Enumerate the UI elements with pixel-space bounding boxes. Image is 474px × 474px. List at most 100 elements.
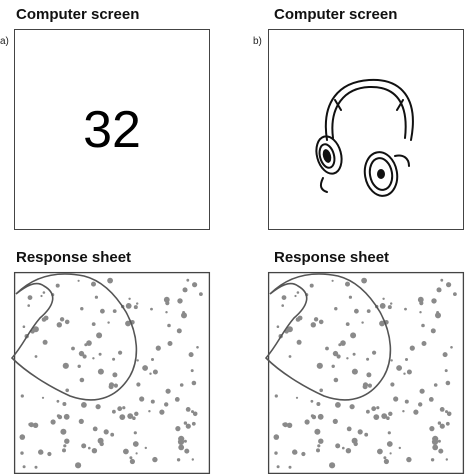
response-dot <box>390 359 393 362</box>
response-dot <box>129 456 133 460</box>
response-dot <box>178 444 185 451</box>
response-dot <box>445 410 448 414</box>
response-dot <box>50 419 56 425</box>
response-dot <box>430 458 435 462</box>
response-dot <box>376 406 380 410</box>
response-sheet-b <box>264 271 465 474</box>
response-dot <box>81 443 87 449</box>
response-dot <box>439 423 445 429</box>
response-dot <box>192 411 198 417</box>
response-dot <box>71 346 75 351</box>
hand-drawn-outline <box>10 273 138 401</box>
response-dot <box>165 311 168 314</box>
stimulus-number: 32 <box>83 100 141 159</box>
response-dot <box>406 456 412 463</box>
response-dot <box>95 404 101 410</box>
response-dot <box>437 421 442 425</box>
response-dot <box>428 397 434 402</box>
response-dot <box>352 352 356 356</box>
response-dot <box>304 419 310 425</box>
response-dot <box>167 341 173 346</box>
response-dot <box>191 380 197 386</box>
response-dot <box>361 321 364 324</box>
response-dot <box>281 304 284 307</box>
response-dot <box>354 308 359 314</box>
response-dot <box>80 307 84 311</box>
response-dot <box>421 341 427 346</box>
response-dot <box>432 300 436 304</box>
response-dot <box>129 458 135 465</box>
response-dot <box>97 368 104 375</box>
response-dot <box>181 312 187 319</box>
response-dot <box>294 294 297 298</box>
response-dot <box>404 399 409 404</box>
response-dot <box>418 402 423 407</box>
response-dot <box>345 322 350 326</box>
response-dot <box>178 435 185 442</box>
response-dot <box>338 343 342 347</box>
response-sheet-title-b: Response sheet <box>274 249 390 266</box>
response-dot <box>430 328 436 334</box>
response-dot <box>128 297 131 300</box>
panel-label-a: a) <box>0 36 9 47</box>
response-dot <box>62 448 66 453</box>
response-dot <box>77 364 81 368</box>
computer-screen-title-a: Computer screen <box>16 6 140 23</box>
response-dot <box>366 409 370 414</box>
response-dot <box>333 377 339 383</box>
response-dot <box>112 409 116 414</box>
response-dot <box>176 458 181 462</box>
response-dot <box>92 357 95 360</box>
response-dot <box>62 402 67 406</box>
response-dot <box>127 413 134 419</box>
response-dot <box>366 309 371 313</box>
response-dot <box>152 369 158 375</box>
response-dot <box>155 345 161 351</box>
response-dot <box>393 396 399 402</box>
response-dot <box>429 426 435 432</box>
response-dot <box>288 355 292 358</box>
response-dot <box>167 323 171 328</box>
response-dot <box>56 399 60 403</box>
response-dot <box>174 397 180 402</box>
response-dot <box>445 421 450 426</box>
response-dot <box>199 292 203 296</box>
response-dot <box>41 396 45 399</box>
response-dot <box>149 372 152 375</box>
response-dot <box>179 383 184 387</box>
response-dot <box>91 322 96 326</box>
response-dot <box>335 443 341 449</box>
response-dot <box>107 321 110 324</box>
response-dot <box>134 411 139 416</box>
response-dot <box>165 388 171 394</box>
response-dot <box>118 350 123 355</box>
response-dot <box>119 414 126 420</box>
response-dot <box>28 422 32 427</box>
response-dot <box>64 319 70 325</box>
response-dot <box>282 422 286 427</box>
response-dot <box>349 404 355 410</box>
response-dot <box>190 369 194 373</box>
response-dot <box>388 411 393 416</box>
response-dot <box>103 429 109 435</box>
response-dot <box>383 458 389 465</box>
response-dot <box>164 402 169 407</box>
response-dot <box>75 462 82 469</box>
response-dot <box>99 441 104 447</box>
response-sheet-title-a: Response sheet <box>16 249 132 266</box>
response-dot <box>421 323 425 328</box>
response-dot <box>387 431 391 435</box>
response-dot <box>20 394 24 398</box>
response-dot <box>19 434 26 440</box>
response-dot <box>436 311 440 314</box>
response-sheet-a <box>10 271 211 474</box>
response-dot <box>40 294 43 298</box>
computer-screen-a: 32 <box>14 29 210 230</box>
response-dot <box>316 362 323 369</box>
response-dot <box>325 346 329 351</box>
response-dot <box>163 296 170 303</box>
response-dot <box>383 456 387 460</box>
response-dot <box>310 399 314 403</box>
response-dot <box>390 382 395 387</box>
response-dot <box>301 451 306 457</box>
